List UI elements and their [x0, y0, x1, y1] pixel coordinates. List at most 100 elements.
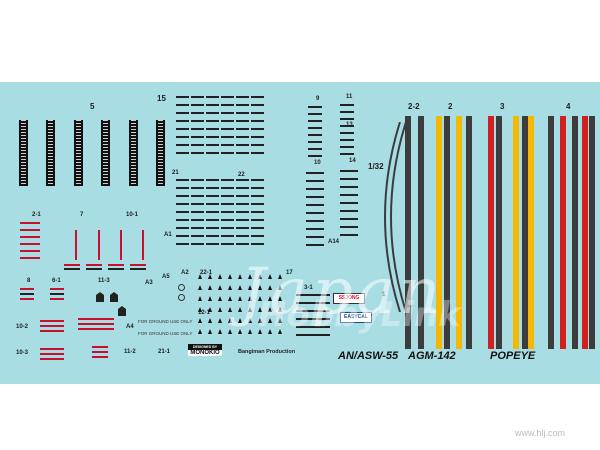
stripe-decal	[496, 116, 502, 349]
stencil-stack-14	[340, 170, 358, 236]
arrow-mark	[258, 307, 262, 312]
label-15: 15	[157, 94, 166, 103]
stripe-decal	[444, 116, 450, 349]
designed-by-text: DESIGNED BY	[192, 345, 218, 349]
label-7: 7	[80, 212, 84, 218]
stripe-decal	[528, 116, 534, 349]
arrow-mark	[238, 285, 242, 290]
label-11: 11	[346, 94, 353, 100]
label-12-1: 12-1	[198, 310, 211, 316]
emblem-decal	[96, 292, 104, 302]
label-A3: A3	[145, 280, 153, 286]
label-11-2: 11-2	[124, 349, 136, 355]
arrow-mark	[218, 285, 222, 290]
arrow-mark	[238, 307, 242, 312]
label-11-3: 11-3	[98, 278, 110, 284]
monokio-text: MONOKIO	[188, 350, 222, 356]
red-stencil-7b	[98, 230, 100, 260]
label-A14: A14	[328, 239, 340, 245]
red-stencil-A4	[78, 318, 114, 330]
label-22-1: 22-1	[200, 270, 213, 276]
stripe-decal	[589, 116, 595, 349]
label-A5: A5	[162, 274, 170, 280]
arrow-mark	[258, 285, 262, 290]
arrow-mark	[198, 296, 202, 301]
arrow-mark	[268, 307, 272, 312]
stripe-decal	[572, 116, 578, 349]
arrow-mark	[268, 285, 272, 290]
easycal-badge: EASYCAL	[340, 312, 372, 323]
arrow-mark	[248, 307, 252, 312]
red-stencil-8	[20, 288, 34, 300]
label-14: 14	[349, 158, 356, 164]
emblem-decal	[118, 306, 126, 316]
arrow-mark	[208, 318, 212, 323]
stripe-decal	[405, 116, 411, 349]
ladder-decal	[101, 120, 110, 186]
ssjong-badge: SSJONG	[333, 293, 365, 304]
red-stencil-10-1	[120, 230, 122, 260]
arrow-mark	[208, 285, 212, 290]
title-an-asw-55: AN/ASW-55	[338, 350, 399, 362]
label-2-1: 2-1	[32, 212, 41, 218]
circle-decal	[178, 284, 185, 291]
watermark-main: Japan	[240, 255, 445, 329]
stripe-decal	[560, 116, 566, 349]
arrow-mark	[228, 318, 232, 323]
red-stencil-6-1	[50, 288, 64, 300]
stencil-grid-21	[176, 179, 264, 245]
arrow-mark	[248, 329, 252, 334]
stripe-decal	[466, 116, 472, 349]
stripe-decal	[436, 116, 442, 349]
arrow-mark	[278, 285, 282, 290]
label-9: 9	[316, 96, 320, 102]
decal-sheet: 5 15 9 11 13 10 14 21 22 2-1 7 10-1 A1 A…	[0, 82, 600, 384]
arrow-grid	[198, 274, 288, 344]
designed-by-badge: DESIGNED BY MONOKIO	[188, 344, 222, 356]
arrow-mark	[218, 329, 222, 334]
arrow-mark	[198, 329, 202, 334]
arrow-mark	[228, 296, 232, 301]
arrow-mark	[248, 318, 252, 323]
arrow-mark	[208, 329, 212, 334]
arrow-mark	[208, 307, 212, 312]
scale-label: 1/32	[368, 162, 384, 171]
label-21: 21	[172, 170, 179, 176]
stripe-decal	[582, 116, 588, 349]
red-stencil-row	[64, 264, 146, 270]
red-stencil-10-2	[40, 320, 64, 332]
label-6-1: 6-1	[52, 278, 61, 284]
label-10: 10	[314, 160, 321, 166]
red-stencil-10-1b	[142, 230, 144, 260]
arrow-mark	[198, 307, 202, 312]
stencil-stack-9	[308, 106, 322, 157]
arrow-mark	[268, 318, 272, 323]
stripe-decal	[548, 116, 554, 349]
arrow-mark	[228, 274, 232, 279]
arrow-mark	[278, 296, 282, 301]
ladder-decal	[19, 120, 28, 186]
label-21-1: 21-1	[158, 349, 171, 355]
arrow-mark	[248, 285, 252, 290]
arrow-mark	[268, 329, 272, 334]
arrow-mark	[198, 318, 202, 323]
label-A1: A1	[164, 232, 172, 238]
stripe-decal	[488, 116, 494, 349]
label-5: 5	[90, 102, 95, 111]
stripe-decal	[513, 116, 519, 349]
arrow-mark	[258, 296, 262, 301]
arrow-mark	[228, 329, 232, 334]
arrow-mark	[218, 307, 222, 312]
label-4: 4	[566, 102, 571, 111]
arrow-mark	[198, 285, 202, 290]
label-A4: A4	[126, 324, 134, 330]
arrow-mark	[228, 285, 232, 290]
circle-decal	[178, 294, 185, 301]
arrow-mark	[248, 274, 252, 279]
arrow-mark	[198, 274, 202, 279]
label-2: 2	[448, 102, 453, 111]
title-popeye: POPEYE	[490, 350, 536, 362]
arrow-mark	[228, 307, 232, 312]
ground-use-text-1: FOR GROUND USE ONLY	[138, 319, 193, 324]
label-3-1: 3-1	[304, 285, 313, 291]
